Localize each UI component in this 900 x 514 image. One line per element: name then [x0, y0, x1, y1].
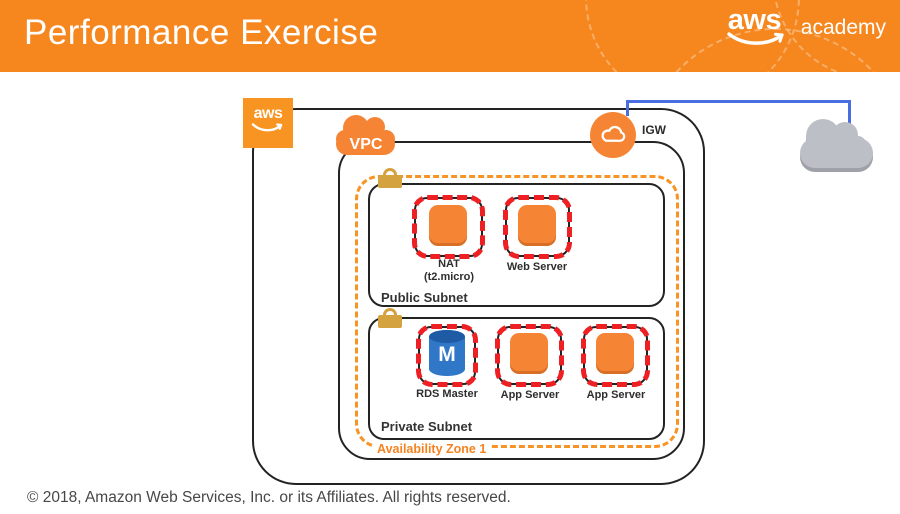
aws-cloud-icon-label: aws [253, 105, 283, 122]
connector-line [848, 100, 851, 132]
instance-label: NAT (t2.micro) [409, 258, 489, 284]
academy-logo-text: academy [800, 16, 886, 39]
lock-shackle [383, 308, 397, 320]
igw-label: IGW [642, 123, 666, 137]
page-title: Performance Exercise [24, 13, 379, 52]
internet-cloud-icon [800, 119, 873, 172]
ec2-instance-icon [510, 333, 548, 371]
instance-label: App Server [586, 389, 646, 401]
aws-cloud-container [252, 108, 705, 485]
security-group-border [416, 324, 478, 387]
instance-label-line2: (t2.micro) [423, 271, 475, 283]
vpc-icon: VPC [336, 115, 395, 155]
rds-cylinder-top [429, 330, 465, 343]
lock-shackle [383, 168, 397, 180]
lock-icon [378, 308, 402, 328]
internet-gateway-icon [590, 112, 636, 158]
ec2-instance-icon [429, 205, 467, 243]
instance-label: RDS Master [416, 388, 478, 400]
vpc-icon-label: VPC [350, 136, 383, 153]
instance-label: Web Server [506, 261, 568, 273]
lock-body [378, 315, 402, 328]
ec2-instance-icon [518, 205, 556, 243]
aws-logo-text: aws [727, 4, 782, 36]
aws-academy-logo: aws academy [727, 4, 886, 51]
aws-smile-icon [727, 32, 784, 45]
security-group-border [495, 324, 564, 387]
instance-label-line1: NAT [438, 258, 460, 270]
lock-icon [378, 168, 402, 188]
aws-logo: aws [727, 4, 788, 51]
availability-zone-label: Availability Zone 1 [374, 442, 490, 456]
lock-body [378, 175, 402, 188]
security-group-border [412, 195, 485, 259]
rds-letter: M [438, 343, 456, 366]
availability-zone-container [355, 175, 679, 448]
public-subnet-label: Public Subnet [381, 290, 468, 305]
ec2-instance-icon [596, 333, 634, 371]
instance-label: App Server [500, 389, 560, 401]
aws-smile-icon [251, 123, 283, 132]
rds-database-icon: M [429, 330, 465, 376]
header-bar: Performance Exercise aws academy [0, 0, 900, 72]
connector-line [626, 100, 851, 103]
connector-line [626, 100, 629, 116]
security-group-border [503, 195, 572, 259]
security-group-border [581, 324, 650, 387]
cloud-glyph-icon [601, 125, 626, 142]
aws-cloud-icon: aws [243, 98, 293, 148]
vpc-container [338, 141, 685, 460]
copyright-text: © 2018, Amazon Web Services, Inc. or its… [27, 489, 511, 506]
private-subnet-label: Private Subnet [381, 419, 473, 434]
